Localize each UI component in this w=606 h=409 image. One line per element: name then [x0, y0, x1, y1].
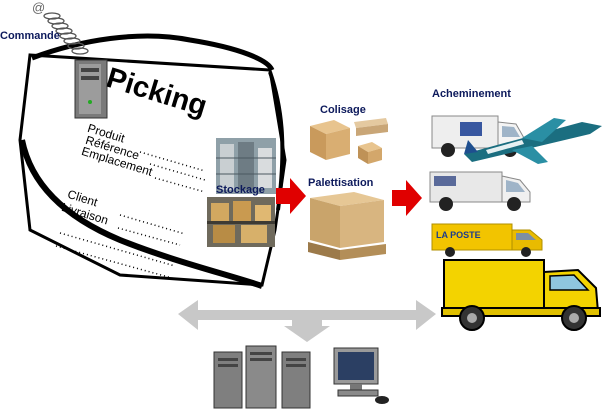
warehouse-shelves-icon	[216, 138, 276, 194]
flow-arrow-2	[392, 180, 422, 216]
commande-label: Commande	[0, 30, 60, 42]
delivery-van-2-icon	[429, 171, 531, 211]
flow-arrow-1	[276, 178, 306, 214]
colisage-label: Colisage	[320, 104, 366, 116]
monitor-icon	[333, 347, 389, 404]
at-symbol: @	[32, 0, 46, 15]
system-connector-arrow	[178, 300, 436, 342]
la-poste-text: LA POSTE	[436, 230, 481, 240]
airplane-icon	[464, 118, 602, 164]
la-poste-truck-icon	[431, 223, 543, 257]
server-towers-icon	[213, 345, 311, 409]
computer-tower-icon	[74, 59, 108, 119]
acheminement-label: Acheminement	[432, 88, 511, 100]
cardboard-boxes-icon	[310, 118, 388, 164]
yellow-truck-icon	[441, 259, 601, 331]
pallet-storage-icon	[207, 197, 275, 247]
stockage-label: Stockage	[216, 184, 265, 196]
palettisation-label: Palettisation	[308, 177, 374, 189]
spring-coil-icon	[43, 12, 89, 55]
wrapped-pallet-icon	[308, 192, 386, 260]
